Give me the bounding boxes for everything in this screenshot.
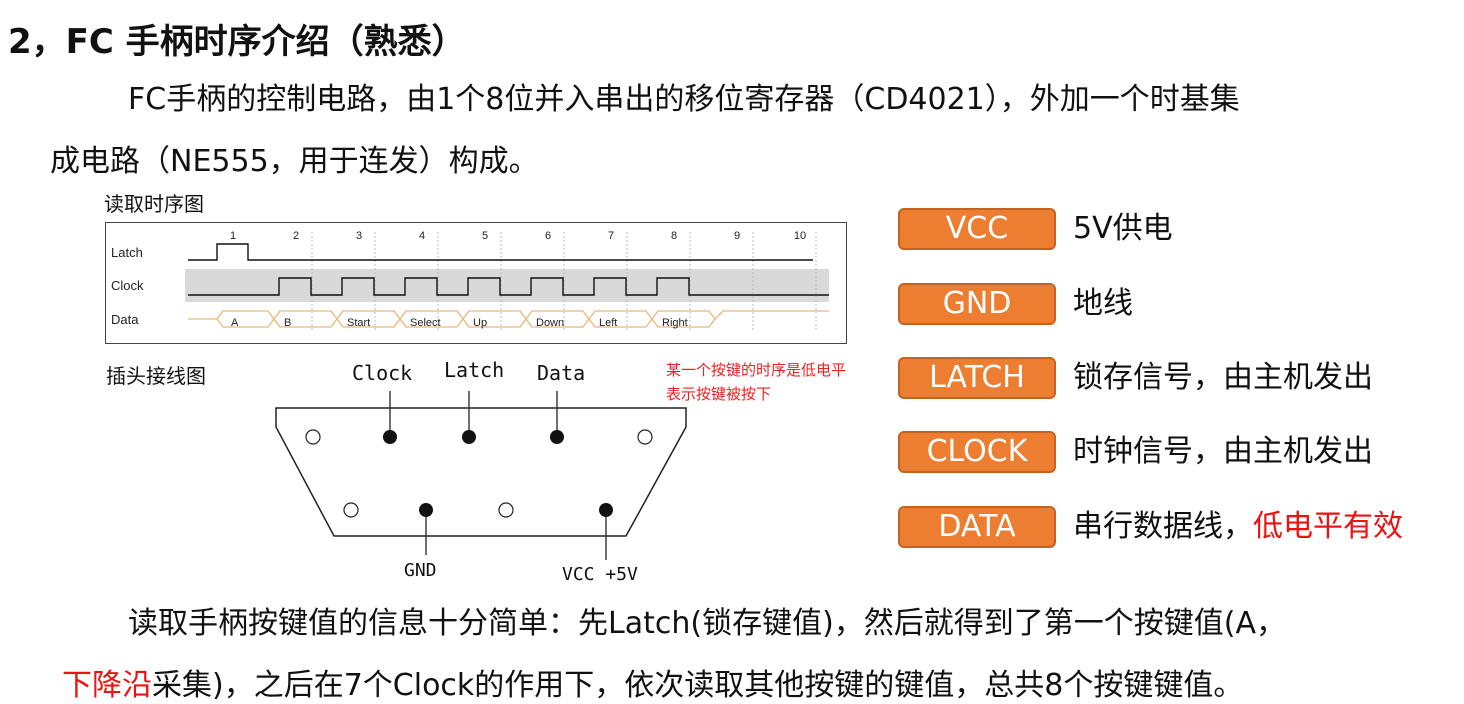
data-bit-label: Left — [599, 317, 617, 329]
pin-label-vcc: VCC +5V — [562, 564, 638, 585]
pin-badge-gnd: GND — [898, 283, 1056, 325]
intro-line-2: 成电路（NE555，用于连发）构成。 — [50, 144, 539, 179]
clock-band — [185, 269, 829, 302]
tick-label: 3 — [356, 230, 362, 242]
connector-diagram — [275, 391, 687, 560]
annotation-line-1: 某一个按键的时序是低电平 — [666, 361, 847, 379]
data-bit-label: A — [231, 317, 239, 329]
pin-desc-clock: 时钟信号，由主机发出 — [1073, 434, 1373, 469]
pin-desc-data-text: 串行数据线， — [1073, 509, 1253, 544]
pin-bottom-1 — [343, 502, 359, 518]
pin-top-1 — [305, 429, 321, 445]
pin-gnd — [419, 503, 433, 517]
pin-desc-data: 串行数据线，低电平有效 — [1073, 506, 1403, 548]
data-trace: A B Start Select Up Down Left Right — [188, 310, 829, 329]
tick-label: 5 — [482, 230, 488, 242]
pin-data — [550, 430, 564, 444]
data-bit-label: Up — [473, 317, 487, 329]
page-title: 2，FC 手柄时序介绍（熟悉） — [8, 22, 466, 62]
pin-top-5 — [637, 429, 653, 445]
connector-shell — [275, 407, 687, 537]
pin-clock — [383, 430, 397, 444]
summary-line-1: 读取手柄按键值的信息十分简单：先Latch(锁存键值)，然后就得到了第一个按键值… — [128, 606, 1287, 641]
pin-bottom-3 — [498, 502, 514, 518]
annotation-line-2: 表示按键被按下 — [666, 385, 772, 403]
pin-badge-latch: LATCH — [898, 357, 1056, 399]
pin-badge-vcc: VCC — [898, 208, 1056, 250]
tick-label: 4 — [419, 230, 425, 242]
pin-label-data: Data — [537, 361, 586, 385]
tick-label: 10 — [794, 230, 806, 242]
pin-desc-vcc: 5V供电 — [1073, 211, 1173, 246]
tick-label: 6 — [545, 230, 551, 242]
pin-label-gnd: GND — [404, 560, 437, 581]
data-bit-label: Right — [662, 317, 688, 329]
tick-label: 1 — [230, 230, 236, 242]
row-label-data: Data — [111, 312, 139, 327]
data-bit-label: B — [284, 317, 291, 329]
pin-vcc — [599, 503, 613, 517]
pin-label-clock: Clock — [352, 361, 413, 385]
tick-group: 1 2 3 4 5 6 7 8 9 10 — [230, 230, 817, 330]
tick-label: 8 — [671, 230, 677, 242]
tick-label: 7 — [608, 230, 614, 242]
row-label-latch: Latch — [111, 245, 143, 260]
pin-label-latch: Latch — [444, 358, 505, 382]
intro-line-1: FC手柄的控制电路，由1个8位并入串出的移位寄存器（CD4021），外加一个时基… — [128, 82, 1240, 117]
pin-desc-data-highlight: 低电平有效 — [1253, 509, 1403, 544]
pin-desc-gnd: 地线 — [1073, 286, 1133, 321]
timing-diagram: Latch Clock Data 1 2 3 4 5 6 7 8 9 10 A B Start Sele… — [105, 222, 847, 344]
tick-label: 2 — [293, 230, 299, 242]
tick-label: 9 — [734, 230, 740, 242]
pin-latch — [462, 430, 476, 444]
annotation-note: 某一个按键的时序是低电平 表示按键被按下 — [666, 358, 846, 406]
data-bit-label: Select — [410, 317, 441, 329]
latch-trace — [188, 243, 813, 261]
pin-badge-clock: CLOCK — [898, 431, 1056, 473]
row-label-clock: Clock — [111, 278, 144, 293]
summary-line-2-rest: 采集)，之后在7个Clock的作用下，依次读取其他按键的键值，总共8个按键键值。 — [152, 668, 1244, 703]
summary-line-2: 下降沿采集)，之后在7个Clock的作用下，依次读取其他按键的键值，总共8个按键… — [62, 660, 1243, 704]
data-idle-trace — [188, 310, 829, 320]
pin-desc-latch: 锁存信号，由主机发出 — [1073, 360, 1373, 395]
connector-diagram-label: 插头接线图 — [106, 364, 206, 388]
data-bit-label: Down — [536, 317, 564, 329]
pin-badge-data: DATA — [898, 506, 1056, 548]
timing-diagram-label: 读取时序图 — [104, 192, 204, 216]
clock-trace — [188, 277, 829, 296]
summary-falling-edge: 下降沿 — [62, 668, 152, 703]
data-bit-label: Start — [347, 317, 370, 329]
